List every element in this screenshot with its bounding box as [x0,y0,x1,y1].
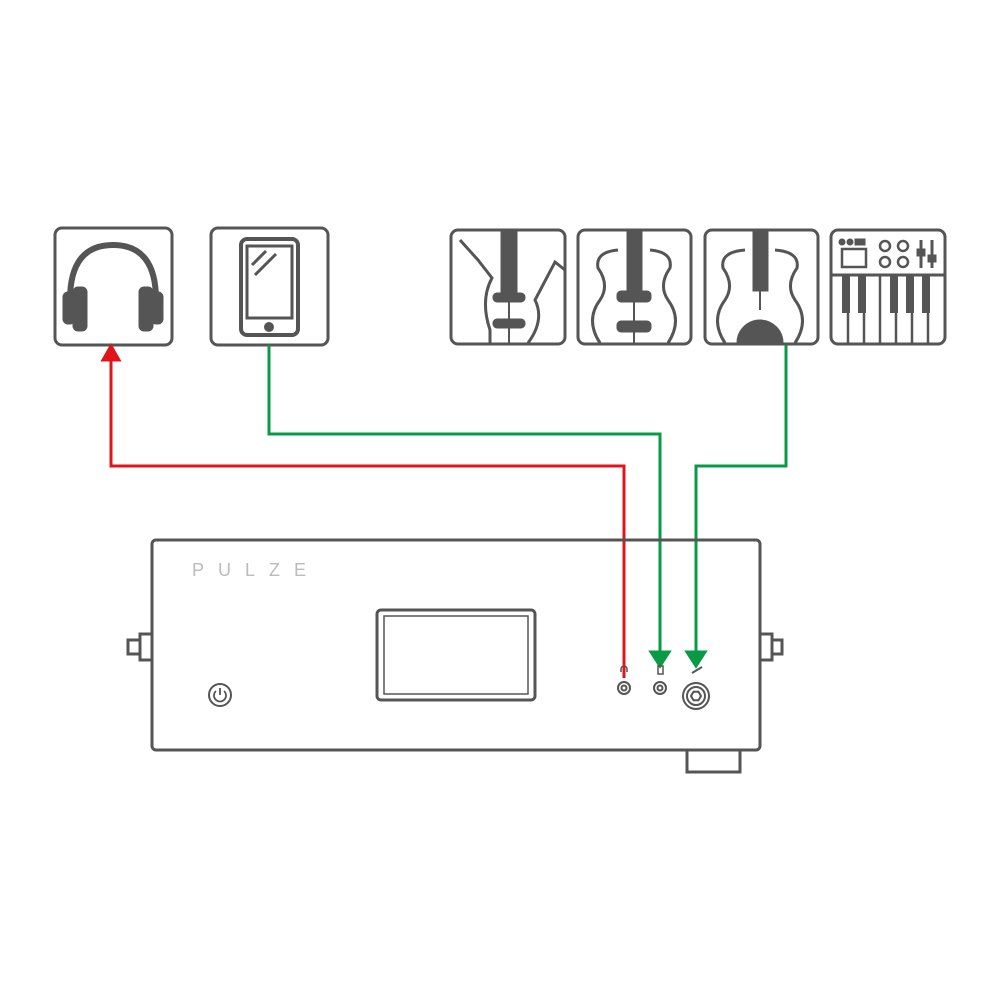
electric-guitar-icon [449,228,567,346]
instrument-input-cable [684,345,788,669]
acoustic-guitar-soundhole-icon [703,228,820,346]
headphone-jack[interactable] [617,665,631,695]
device-logo: PULZE [192,560,321,580]
headphones-icon [53,226,174,347]
phone-small-icon [657,665,664,675]
headphone-small-icon [620,665,628,672]
acoustic-guitar-icon [576,228,693,346]
smartphone-icon [209,226,330,347]
keyboard-synth-icon [829,228,947,346]
instrument-jack[interactable] [682,666,710,710]
phone-input-cable [267,345,672,669]
guitar-small-icon [691,666,703,674]
pulze-device [126,538,784,774]
power-button[interactable] [208,683,232,707]
display-screen [375,608,537,702]
aux-phone-jack[interactable] [653,665,667,695]
headphone-output-cable [100,342,626,678]
